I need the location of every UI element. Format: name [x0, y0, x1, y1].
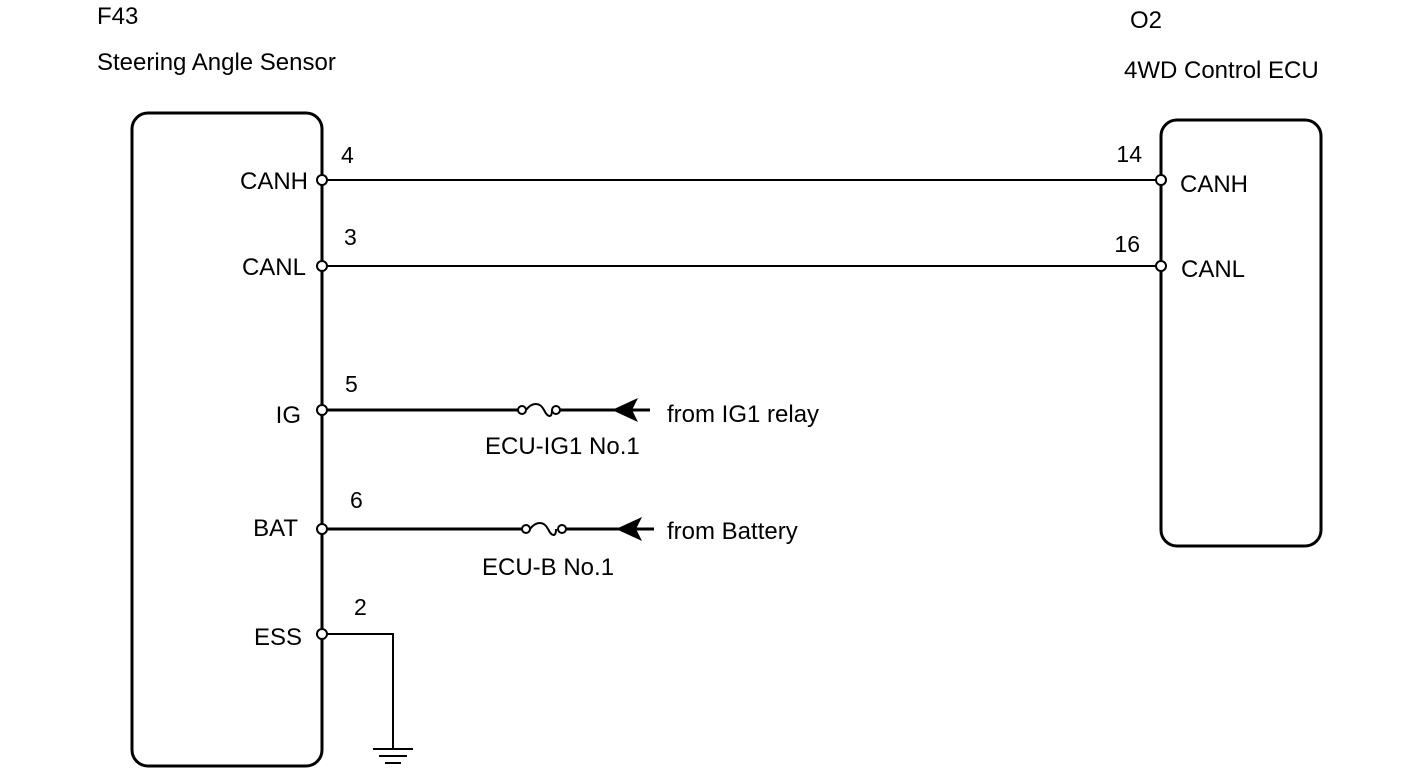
left-ess-label: ESS [254, 624, 302, 651]
ecu-b-fuse-icon [529, 522, 557, 536]
right-canl-label: CANL [1181, 256, 1245, 283]
left-ig-terminal [316, 404, 328, 416]
right-canl-terminal [1155, 260, 1167, 272]
left-canl-label: CANL [242, 254, 306, 281]
4wd-control-ecu-box [1159, 118, 1323, 548]
battery-source-label: from Battery [667, 518, 798, 545]
left-ig-label: IG [276, 402, 301, 429]
left-bat-label: BAT [253, 515, 298, 542]
ground-icon [373, 748, 413, 764]
ig1-relay-arrow-icon [612, 398, 638, 422]
left-canh-pin-number: 4 [341, 142, 354, 168]
ecu-ig1-fuse-end-right [551, 405, 561, 415]
ecu-b-fuse-end-left [521, 524, 531, 534]
ess-ground-wire [327, 633, 394, 748]
left-bat-pin-number: 6 [350, 487, 363, 513]
ecu-b-fuse-end-right [557, 524, 567, 534]
left-canl-pin-number: 3 [344, 224, 357, 250]
left-canl-terminal [316, 260, 328, 272]
left-canh-terminal [316, 174, 328, 186]
right-canh-terminal [1155, 174, 1167, 186]
right-component-code: O2 [1130, 7, 1162, 34]
left-ig-pin-number: 5 [345, 371, 358, 397]
right-canl-pin-number: 16 [1114, 231, 1140, 257]
battery-arrow-icon [616, 517, 642, 541]
left-ess-pin-number: 2 [354, 594, 367, 620]
ecu-ig1-fuse-label: ECU-IG1 No.1 [485, 433, 640, 460]
right-canh-pin-number: 14 [1116, 141, 1142, 167]
left-ess-terminal [316, 628, 328, 640]
right-component-name: 4WD Control ECU [1124, 57, 1319, 84]
left-bat-terminal [316, 523, 328, 535]
ecu-ig1-fuse-end-left [517, 405, 527, 415]
left-component-name: Steering Angle Sensor [97, 49, 336, 76]
right-canh-label: CANH [1180, 171, 1248, 198]
ecu-b-fuse-label: ECU-B No.1 [482, 554, 614, 581]
ig1-source-label: from IG1 relay [667, 401, 819, 428]
steering-angle-sensor-box [130, 111, 324, 768]
left-canh-label: CANH [240, 168, 308, 195]
ecu-ig1-fuse-icon [525, 403, 553, 417]
left-component-code: F43 [97, 3, 138, 30]
